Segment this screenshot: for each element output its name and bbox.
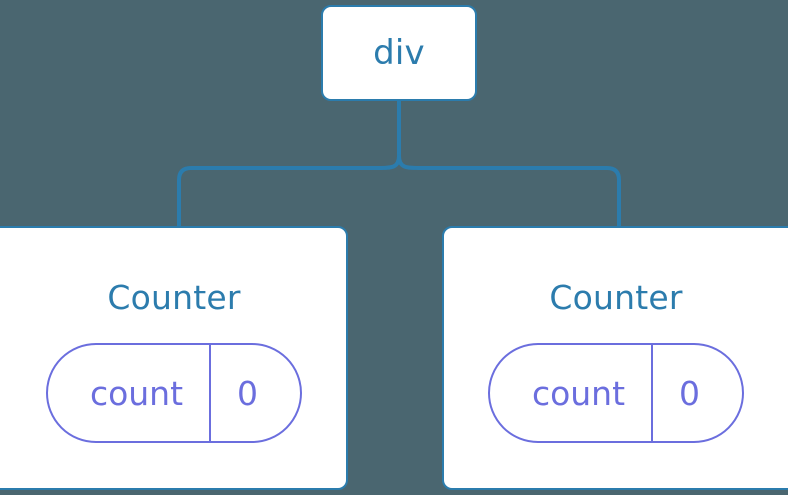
node-counter-right[interactable]: Counter count 0 <box>442 226 788 490</box>
state-pill-right-value: 0 <box>679 373 701 413</box>
connector-branch-left <box>177 154 401 228</box>
state-pill-right-key: count <box>531 373 626 413</box>
node-div-label: div <box>373 33 425 73</box>
node-counter-left-content: Counter count 0 <box>0 228 348 443</box>
state-pill-left-key: count <box>89 373 184 413</box>
node-counter-right-title: Counter <box>549 278 683 317</box>
node-counter-left[interactable]: Counter count 0 <box>0 226 348 490</box>
state-pill-left-value: 0 <box>237 373 259 413</box>
state-pill-right-divider <box>651 345 654 441</box>
node-div[interactable]: div <box>321 5 477 101</box>
state-pill-right[interactable]: count 0 <box>487 343 745 443</box>
node-counter-left-title: Counter <box>107 278 241 317</box>
state-pill-left-divider <box>209 345 212 441</box>
node-counter-right-content: Counter count 0 <box>442 228 788 443</box>
connector-branch-right <box>397 154 621 228</box>
state-pill-left[interactable]: count 0 <box>45 343 303 443</box>
